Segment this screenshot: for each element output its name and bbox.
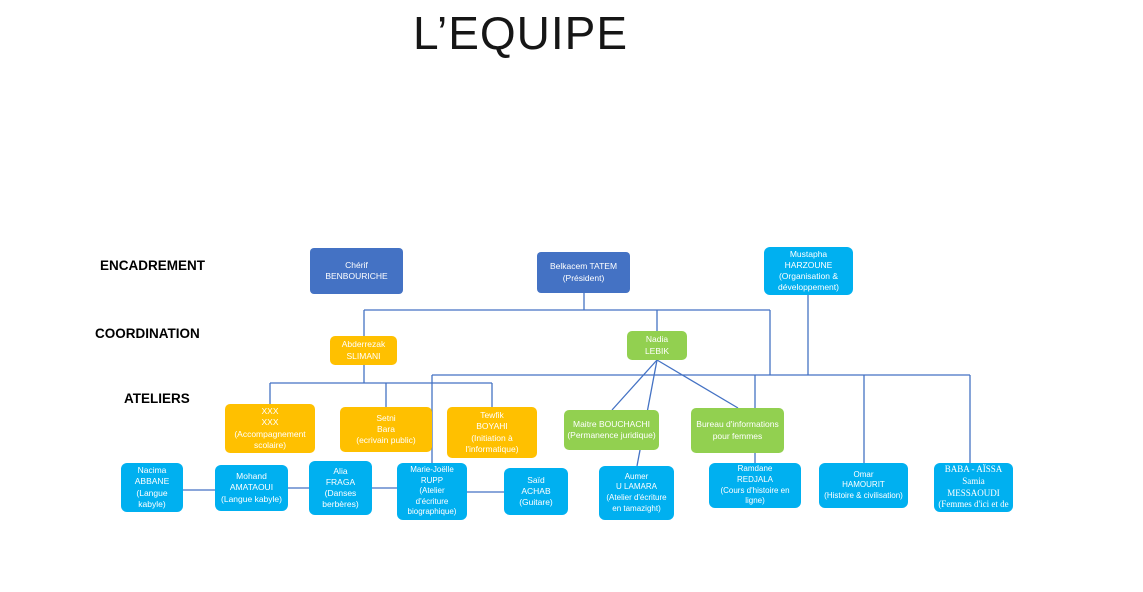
node-text: Chérif BENBOURICHE bbox=[325, 259, 388, 281]
node-text: Nadia LEBIK bbox=[644, 334, 670, 356]
node-bureau-femmes: Bureau d'informations pour femmes bbox=[691, 408, 784, 453]
row-label-encadrement: ENCADREMENT bbox=[100, 258, 206, 273]
node-lebik: Nadia LEBIK bbox=[627, 331, 687, 360]
node-text: Alia FRAGA (Danses berbères) bbox=[322, 465, 359, 510]
node-text: Aumer U LAMARA (Atelier d'écriture en ta… bbox=[606, 471, 667, 513]
connector-line bbox=[611, 359, 658, 411]
node-text: Bureau d'informations pour femmes bbox=[696, 419, 779, 441]
node-text: Mohand AMATAOUI (Langue kabyle) bbox=[221, 471, 282, 504]
node-abbane: Nacima ABBANE (Langue kabyle) bbox=[121, 463, 183, 512]
connector-line bbox=[656, 359, 739, 409]
node-fraga: Alia FRAGA (Danses berbères) bbox=[309, 461, 372, 515]
row-label-coordination: COORDINATION bbox=[95, 326, 200, 341]
node-amataoui: Mohand AMATAOUI (Langue kabyle) bbox=[215, 465, 288, 511]
node-text: Tewfik BOYAHI (Initiation à l'informatiq… bbox=[465, 410, 519, 454]
node-slimani: Abderrezak SLIMANI bbox=[330, 336, 397, 365]
node-text: Omar HAMOURIT (Histoire & civilisation) bbox=[824, 469, 903, 500]
node-boyahi: Tewfik BOYAHI (Initiation à l'informatiq… bbox=[447, 407, 537, 458]
node-text: Abderrezak SLIMANI bbox=[341, 339, 386, 361]
node-text: Saïd ACHAB (Guitare) bbox=[519, 474, 553, 508]
node-text: Marie-Joëlle RUPP (Atelier d'écriture bi… bbox=[407, 465, 457, 517]
diagram-title: L’EQUIPE bbox=[412, 7, 629, 59]
row-label-ateliers: ATELIERS bbox=[124, 391, 190, 406]
node-achab: Saïd ACHAB (Guitare) bbox=[504, 468, 568, 515]
node-harzoune: Mustapha HARZOUNE (Organisation & dévelo… bbox=[764, 247, 853, 295]
node-text: Belkacem TATEM (Président) bbox=[549, 261, 618, 283]
node-text: Ramdane REDJALA (Cours d'histoire en lig… bbox=[720, 464, 790, 506]
node-text: Mustapha HARZOUNE (Organisation & dévelo… bbox=[778, 248, 839, 293]
node-bouchachi: Maitre BOUCHACHI (Permanence juridique) bbox=[564, 410, 659, 450]
node-text: BABA - AÏSSA Samia MESSAOUDI (Femmes d'i… bbox=[938, 463, 1009, 510]
node-hamourit: Omar HAMOURIT (Histoire & civilisation) bbox=[819, 463, 908, 508]
node-bara: Setni Bara (ecrivain public) bbox=[340, 407, 432, 452]
node-text: Nacima ABBANE (Langue kabyle) bbox=[134, 465, 170, 509]
node-redjala: Ramdane REDJALA (Cours d'histoire en lig… bbox=[709, 463, 801, 508]
node-xxx: XXX XXX (Accompagnement scolaire) bbox=[225, 404, 315, 453]
node-tatem: Belkacem TATEM (Président) bbox=[537, 252, 630, 293]
node-text: XXX XXX (Accompagnement scolaire) bbox=[234, 406, 306, 450]
node-text: Setni Bara (ecrivain public) bbox=[356, 412, 416, 446]
node-rupp: Marie-Joëlle RUPP (Atelier d'écriture bi… bbox=[397, 463, 467, 520]
node-lamara: Aumer U LAMARA (Atelier d'écriture en ta… bbox=[599, 466, 674, 520]
node-messaoudi: BABA - AÏSSA Samia MESSAOUDI (Femmes d'i… bbox=[934, 463, 1013, 512]
node-benbouriche: Chérif BENBOURICHE bbox=[310, 248, 403, 294]
node-text: Maitre BOUCHACHI (Permanence juridique) bbox=[567, 418, 656, 440]
